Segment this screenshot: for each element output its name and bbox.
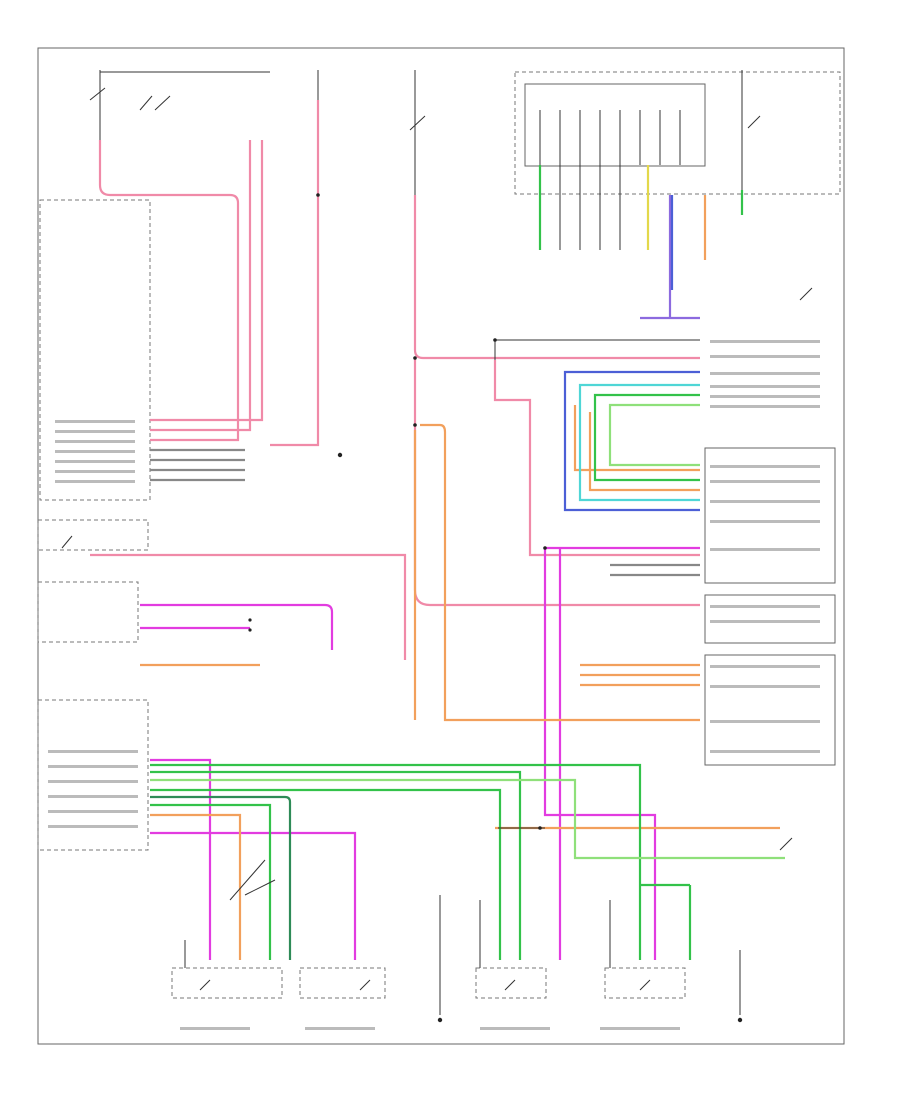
- wire-lime-loop: [608, 403, 700, 467]
- wire-blue-loop: [563, 370, 700, 512]
- wire-green-lower-2: [150, 770, 522, 960]
- left-front-door-latch-box: [604, 967, 686, 999]
- power-liftgate-module-box: [37, 699, 149, 851]
- wire-cyan-loop: [578, 383, 700, 502]
- wire-group: [90, 100, 785, 960]
- wire-magenta-liftgate: [140, 603, 334, 650]
- wire-orange-passenger: [580, 663, 700, 687]
- black-feed-lines: [99, 70, 743, 1015]
- switch-symbols: [61, 87, 813, 991]
- front-control-inner-box: [524, 83, 706, 167]
- wire-darkgreen-door: [150, 795, 292, 960]
- wire-magenta-lower: [150, 758, 212, 960]
- front-control-module-pins: [539, 110, 681, 250]
- wire-green-door: [150, 803, 272, 960]
- wire-pink-top: [98, 140, 240, 442]
- wire-lime-lower: [150, 778, 785, 860]
- wire-green-loop: [593, 393, 700, 482]
- wire-magenta-right: [543, 546, 700, 960]
- wire-pink-left-vertical-2: [150, 140, 264, 422]
- liftgate-module-box: [37, 581, 139, 643]
- wire-green-lower: [150, 763, 642, 960]
- junction-nodes: [248, 193, 743, 1023]
- wire-pink-center: [270, 100, 320, 447]
- pin-label-marks: [48, 340, 820, 1030]
- wire-orange-left: [150, 813, 242, 960]
- driver-door-module-box: [704, 447, 836, 584]
- tire-pressure-module-box: [39, 199, 151, 501]
- wire-pink-passenger: [493, 360, 700, 557]
- diagram-border: [37, 47, 845, 1045]
- wire-pink-left-vertical: [150, 140, 252, 432]
- wire-purple-lower: [640, 195, 700, 320]
- wire-gray-left: [150, 448, 245, 482]
- wire-pink-main-vertical: [413, 195, 700, 360]
- passenger-door-module-box: [704, 594, 836, 644]
- wire-orange-mid: [573, 405, 700, 492]
- front-control-module-box: [514, 71, 841, 195]
- wire-magenta-door: [150, 831, 357, 960]
- right-front-door-latch-box: [299, 967, 386, 999]
- right-rear-door-latch-box: [171, 967, 283, 999]
- passenger-lower-module-box: [704, 654, 836, 766]
- wire-pink-airbag: [90, 553, 407, 660]
- wire-orange-main: [420, 423, 700, 722]
- wire-green-mid: [150, 788, 502, 960]
- wire-gray-passenger: [610, 563, 700, 577]
- left-rear-door-latch-box: [475, 967, 547, 999]
- airbag-module-box: [37, 519, 149, 551]
